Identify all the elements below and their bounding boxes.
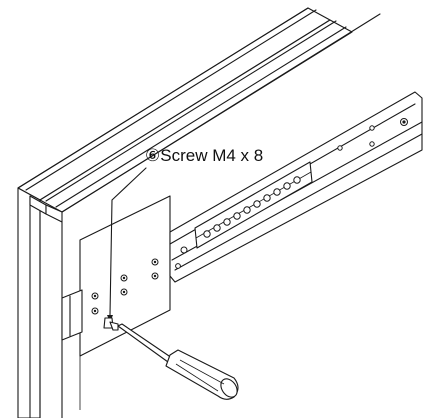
drawer-screw-holes [91, 258, 159, 315]
screwdriver-icon [109, 321, 239, 400]
cabinet-side-panel [17, 187, 63, 418]
drawer-side-panel [79, 195, 171, 410]
screw-callout-label: ⑥Screw M4 x 8 [145, 146, 264, 165]
cabinet-top-panel [17, 7, 381, 213]
front-bracket [61, 289, 83, 341]
drawer-slide-rail [169, 91, 423, 283]
